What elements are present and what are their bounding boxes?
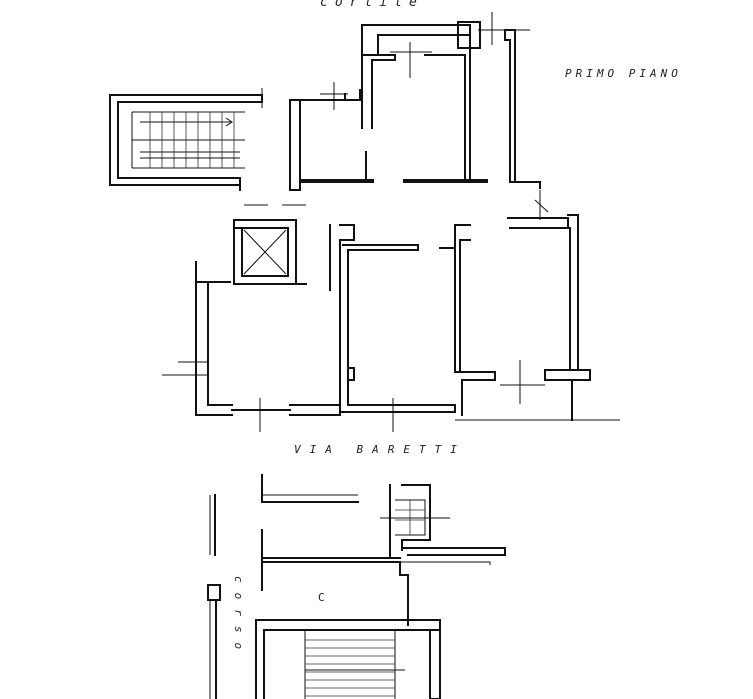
stairwell-north — [109, 88, 263, 191]
street-name-label: VIA BARETTI — [294, 443, 466, 456]
room-c-label: C — [318, 591, 325, 604]
courtyard-label: cortile — [320, 0, 424, 10]
lift-shaft — [233, 219, 297, 285]
room-north-center — [299, 24, 488, 183]
courtyard-column — [457, 12, 549, 220]
stairwell-south — [255, 619, 441, 699]
floor-level-label: PRIMO PIANO — [565, 67, 682, 80]
room-east — [439, 214, 620, 421]
lower-walls — [207, 474, 506, 699]
room-west — [162, 261, 341, 432]
landing-walls — [244, 89, 361, 206]
room-center — [329, 224, 456, 432]
side-street-label: corso — [232, 576, 245, 660]
